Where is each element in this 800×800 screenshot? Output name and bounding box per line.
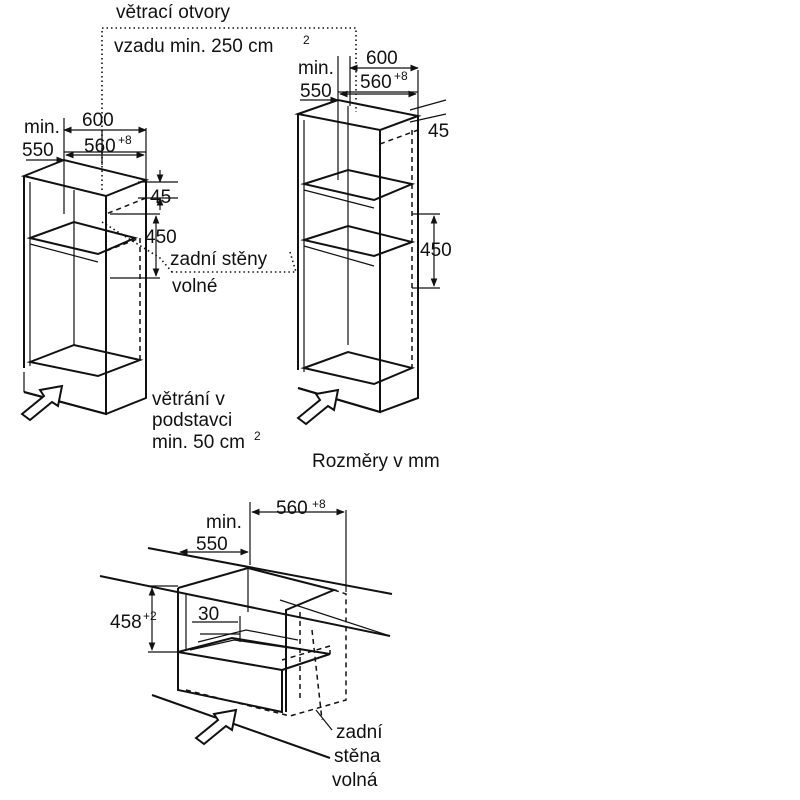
drawer-dimensions bbox=[148, 502, 347, 731]
right-width-inner-label: 560 bbox=[360, 72, 392, 93]
rear-wall-free-line2: stěna bbox=[334, 746, 381, 767]
right-width-inner-tol: +8 bbox=[394, 69, 408, 83]
right-dimensions bbox=[300, 56, 447, 289]
right-min-label: min. bbox=[298, 58, 334, 79]
plinth-vent-line2: podstavci bbox=[152, 410, 232, 431]
left-depth-label: 550 bbox=[22, 140, 54, 161]
left-width-outer-label: 600 bbox=[82, 110, 114, 131]
units-label: Rozměry v mm bbox=[312, 451, 440, 472]
drawer-min-label: min. bbox=[206, 512, 242, 533]
right-depth-label: 550 bbox=[300, 81, 332, 102]
vents-rear-sup: 2 bbox=[303, 33, 310, 47]
drawer-depth-label: 550 bbox=[196, 534, 228, 555]
right-niche-height-label: 450 bbox=[420, 240, 452, 261]
rear-walls-line2: volné bbox=[172, 276, 217, 297]
left-cabinet bbox=[20, 158, 150, 416]
left-min-label: min. bbox=[24, 117, 60, 138]
air-flow-arrow-icon bbox=[194, 708, 238, 746]
left-dimensions bbox=[26, 118, 178, 279]
drawer-height-label: 458 bbox=[110, 612, 142, 633]
plinth-vent-line1: větrání v bbox=[152, 389, 225, 410]
drawer-width-inner-tol: +8 bbox=[312, 497, 326, 511]
drawer-offset-label: 30 bbox=[198, 604, 219, 625]
left-niche-height-label: 450 bbox=[145, 227, 177, 248]
rear-wall-free-line3: volná bbox=[332, 770, 378, 791]
vents-rear-line1: větrací otvory bbox=[116, 2, 231, 23]
plinth-vent-sup: 2 bbox=[254, 429, 261, 443]
left-width-inner-label: 560 bbox=[84, 136, 116, 157]
plinth-vent-line3: min. 50 cm bbox=[152, 432, 245, 453]
right-cabinet bbox=[294, 98, 422, 414]
air-flow-arrow-icon bbox=[20, 384, 64, 422]
rear-walls-line1: zadní stěny bbox=[170, 249, 268, 270]
drawer-height-tol: +2 bbox=[143, 609, 157, 623]
rear-wall-free-line1: zadní bbox=[336, 722, 383, 743]
vents-rear-line2: vzadu min. 250 cm bbox=[114, 36, 273, 57]
right-width-outer-label: 600 bbox=[366, 48, 398, 69]
right-top-gap-label: 45 bbox=[428, 121, 449, 142]
air-flow-arrow-icon bbox=[296, 388, 340, 426]
left-width-inner-tol: +8 bbox=[118, 133, 132, 147]
left-top-gap-label: 45 bbox=[150, 187, 171, 208]
drawer-width-inner-label: 560 bbox=[276, 498, 308, 519]
